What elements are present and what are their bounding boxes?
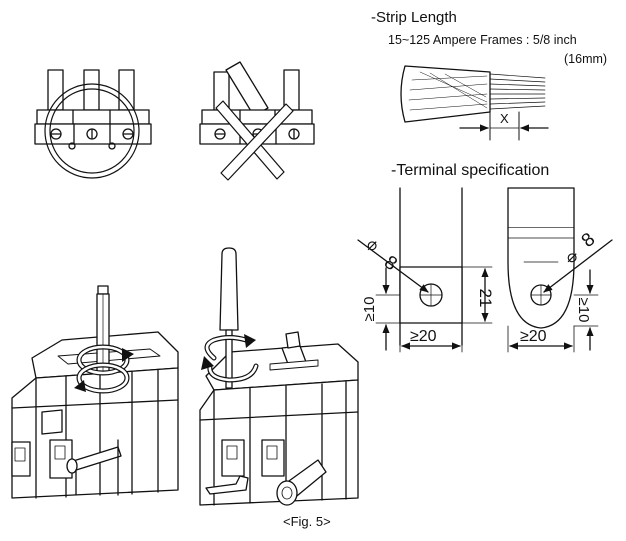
right-width-min: ≥20 xyxy=(520,328,547,345)
right-diameter-value: 8 xyxy=(578,229,600,252)
correct-terminal-illustration xyxy=(34,69,152,179)
rotation-arrow-icon xyxy=(201,334,259,383)
cross-wrong-icon xyxy=(215,100,294,181)
left-diameter-symbol: ⌀ xyxy=(367,235,377,254)
strip-length-frames-text: 15~125 Ampere Frames : 5/8 inch xyxy=(388,33,577,47)
right-edge-ge: ≥10 xyxy=(575,298,592,323)
strip-length-metric-text: (16mm) xyxy=(564,52,608,66)
breaker-screwdriver-illustration xyxy=(199,247,359,506)
right-diameter-symbol: ⌀ xyxy=(567,247,577,266)
circle-ok-icon xyxy=(44,83,140,179)
rotation-arrow-icon xyxy=(74,344,134,394)
terminal-spec-lug-drawing: ⌀ 8 ≥10 ≥20 xyxy=(507,187,613,353)
figure-caption: <Fig. 5> xyxy=(283,514,331,529)
left-height-value: 21 xyxy=(476,289,495,308)
wrong-terminal-illustration xyxy=(199,61,315,181)
terminal-spec-title: -Terminal specification xyxy=(391,162,550,179)
left-diameter-value: 8 xyxy=(380,252,401,275)
left-edge-ge: ≥10 xyxy=(361,297,378,322)
terminal-spec-square-drawing: ⌀ 8 21 ≥10 ≥20 xyxy=(357,187,495,353)
breaker-hex-driver-illustration xyxy=(11,285,179,499)
stripped-wire-illustration: X xyxy=(400,65,549,141)
strip-length-title: -Strip Length xyxy=(371,9,457,26)
strip-dim-label: X xyxy=(500,111,509,126)
left-width-min: ≥20 xyxy=(410,328,437,345)
